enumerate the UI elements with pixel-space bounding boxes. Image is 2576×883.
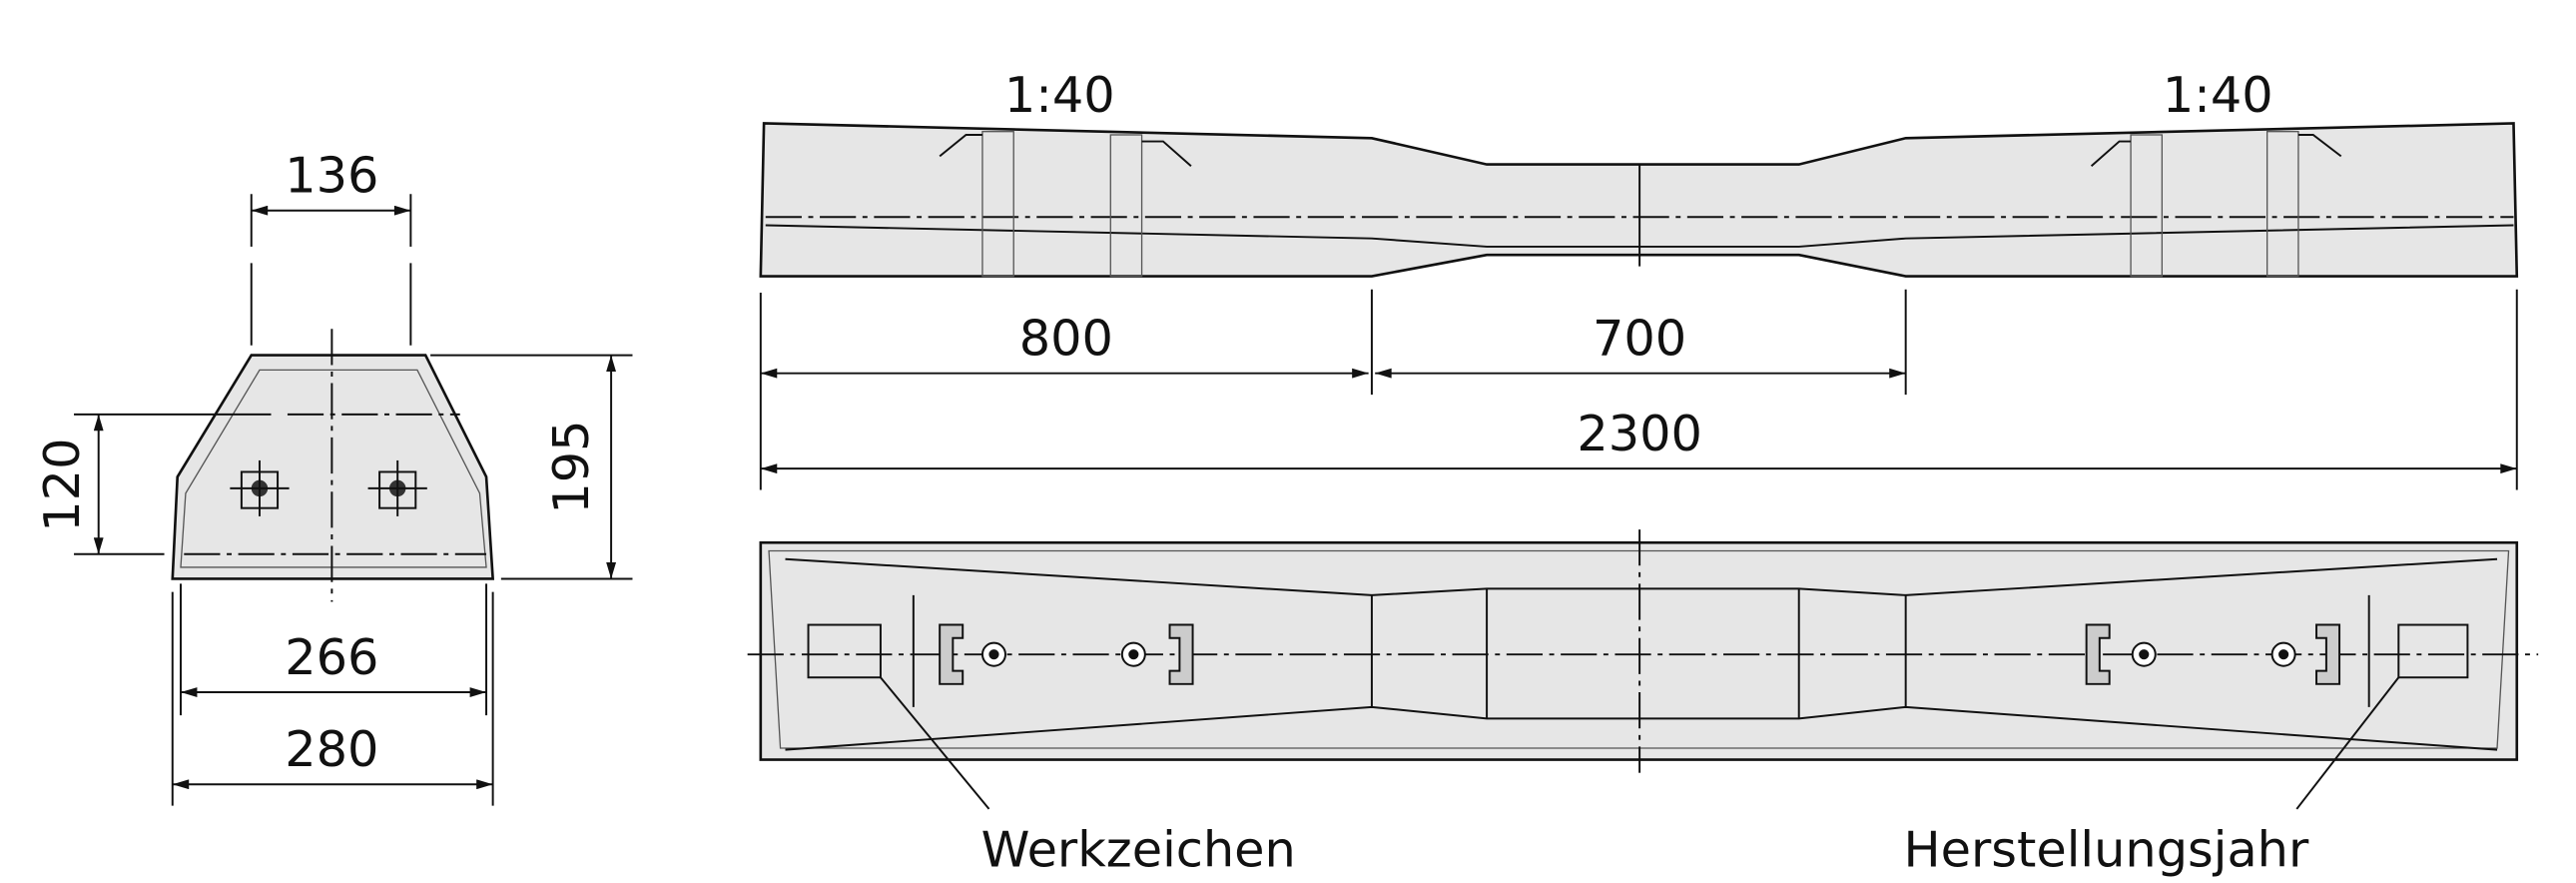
werkzeichen-plate — [807, 623, 882, 679]
rail-fastenings-side — [939, 131, 2342, 278]
dim-height: 195 — [542, 420, 600, 513]
label-werkzeichen: Werkzeichen — [981, 821, 1296, 879]
dim-inner-base-width: 266 — [285, 628, 378, 686]
side-view: 1:40 1:40 800 700 2300 — [759, 66, 2519, 490]
dim-end-section: 800 — [1019, 310, 1113, 368]
dim-top-width: 136 — [285, 147, 378, 205]
fastener-anchor-left — [230, 459, 290, 516]
plan-view: Werkzeichen Herstellungsjahr — [747, 529, 2539, 879]
rail-fastenings-plan — [939, 623, 2341, 685]
fastener-anchor-right — [367, 459, 427, 516]
dim-base-width: 280 — [285, 720, 378, 778]
label-herstellungsjahr: Herstellungsjahr — [1904, 821, 2309, 879]
cross-section-view: 136 195 120 266 280 — [33, 147, 633, 806]
dim-rail-seat-height: 120 — [33, 439, 91, 532]
dim-middle-section: 700 — [1593, 310, 1686, 368]
inclination-label-left: 1:40 — [1004, 66, 1115, 124]
dim-total-length: 2300 — [1577, 405, 1702, 462]
herstellungsjahr-plate — [2397, 623, 2469, 679]
inclination-label-right: 1:40 — [2163, 66, 2273, 124]
